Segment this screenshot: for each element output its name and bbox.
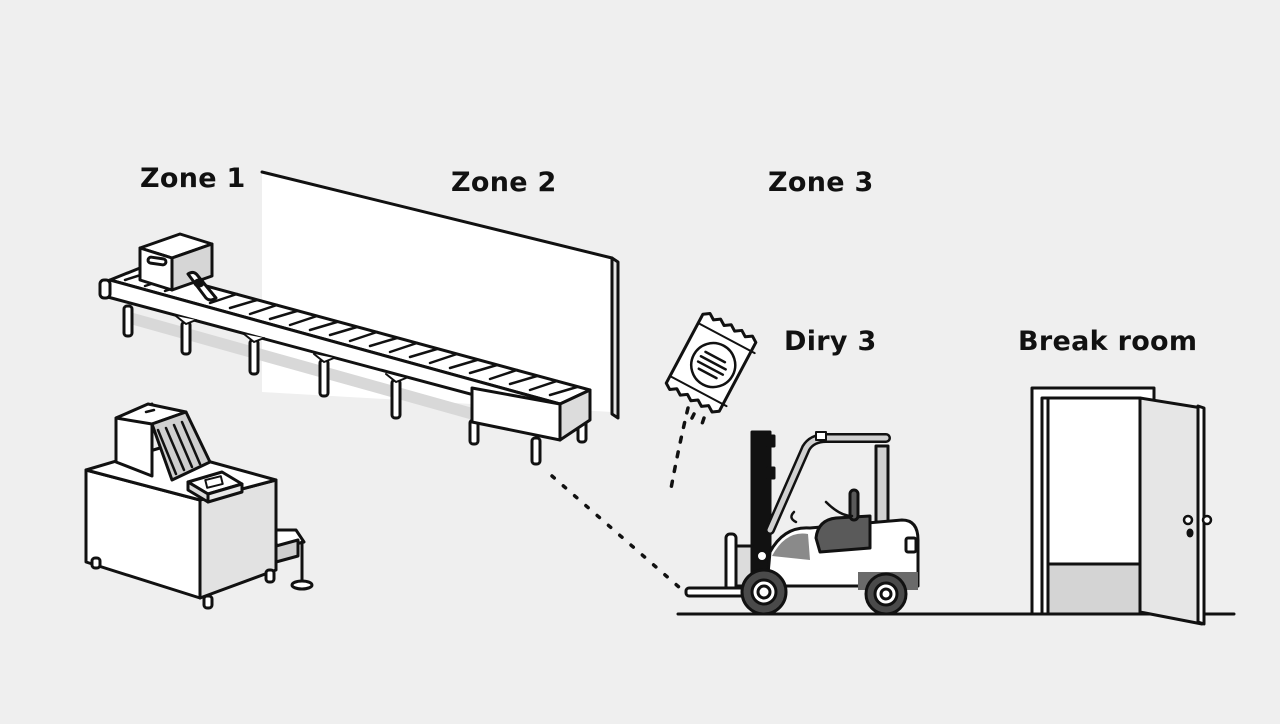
- conveyor-belt: [98, 266, 592, 466]
- break-room-label: Break room: [1018, 326, 1198, 357]
- packaging-machine: [84, 402, 314, 610]
- zone-3-label: Zone 3: [768, 167, 874, 198]
- dotted-path-bag: [668, 406, 706, 496]
- cardboard-box: [138, 232, 214, 292]
- zone-2-label: Zone 2: [451, 167, 557, 198]
- dotted-path-conveyor: [550, 474, 682, 590]
- dirty-zone-label: Diry 3: [784, 326, 877, 357]
- forklift-icon: [684, 430, 920, 616]
- front-wheel: [740, 568, 788, 616]
- open-door-icon: [1030, 386, 1213, 626]
- snack-bag-icon: [664, 312, 758, 414]
- scanner-tag: [186, 270, 218, 302]
- rear-wheel: [864, 572, 908, 616]
- zone-1-label: Zone 1: [140, 163, 246, 194]
